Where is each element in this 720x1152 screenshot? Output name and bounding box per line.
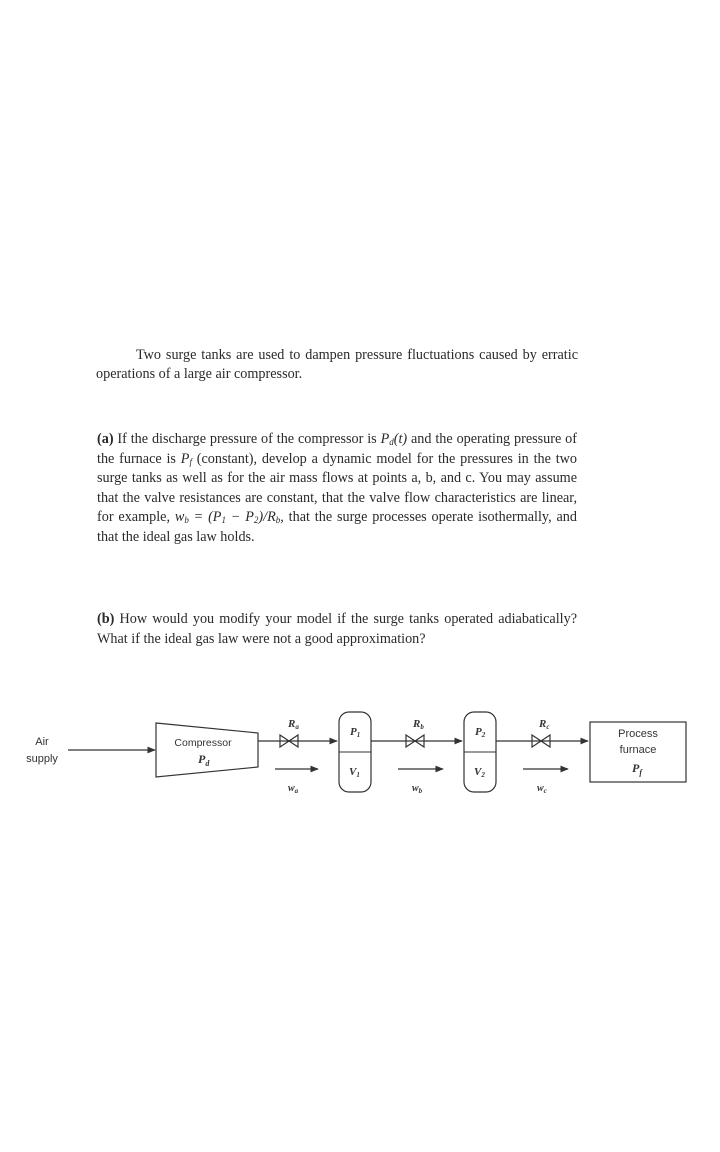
tank-1-pressure: P1 (350, 726, 360, 739)
part-b: (b) How would you modify your model if t… (97, 610, 577, 649)
pd-symbol: Pd(t) (380, 431, 408, 447)
flow-c-label: wc (537, 783, 547, 795)
tank-2-volume: V2 (474, 766, 485, 779)
process-diagram: Air supply Compressor Pd Ra wa P1 V1 Rb … (26, 711, 687, 795)
part-a-label: (a) (97, 431, 114, 447)
flow-b-label: wb (412, 783, 423, 795)
compressor-shape (155, 722, 259, 778)
valve-c-resistance: Rc (538, 718, 549, 731)
pf-symbol: Pf (180, 450, 192, 467)
valve-a-icon (279, 733, 299, 749)
flow-equation: wb = (P1 − P2)/Rb (174, 509, 281, 525)
process-furnace-box (589, 721, 687, 783)
part-a-text-2: and the operating pressure of the furnac… (97, 431, 577, 467)
flow-a-label: wa (288, 783, 299, 795)
part-a: (a) If the discharge pressure of the com… (97, 430, 577, 547)
compressor-label: Compressor (174, 737, 232, 749)
air-supply-label-2: supply (26, 753, 58, 765)
tank-1-volume: V1 (349, 766, 360, 779)
furnace-label-2: furnace (620, 744, 657, 756)
valve-b-resistance: Rb (412, 718, 424, 731)
air-supply-label-1: Air (35, 736, 49, 748)
part-a-text-3: (constant), develop a dynamic model for … (97, 450, 577, 526)
part-b-text: How would you modify your model if the s… (97, 611, 577, 647)
furnace-pressure: Pf (632, 761, 643, 777)
part-a-text-1: If the discharge pressure of the compres… (117, 431, 381, 447)
valve-a-resistance: Ra (287, 718, 299, 731)
valve-c-icon (531, 733, 551, 749)
part-a-text-4: , that the surge processes operate isoth… (97, 509, 577, 545)
tank-2-pressure: P2 (475, 726, 486, 739)
part-b-label: (b) (97, 611, 115, 627)
furnace-label-1: Process (618, 728, 658, 740)
problem-intro: Two surge tanks are used to dampen press… (96, 347, 578, 382)
valve-b-icon (405, 733, 425, 749)
compressor-pressure: Pd (198, 752, 210, 768)
